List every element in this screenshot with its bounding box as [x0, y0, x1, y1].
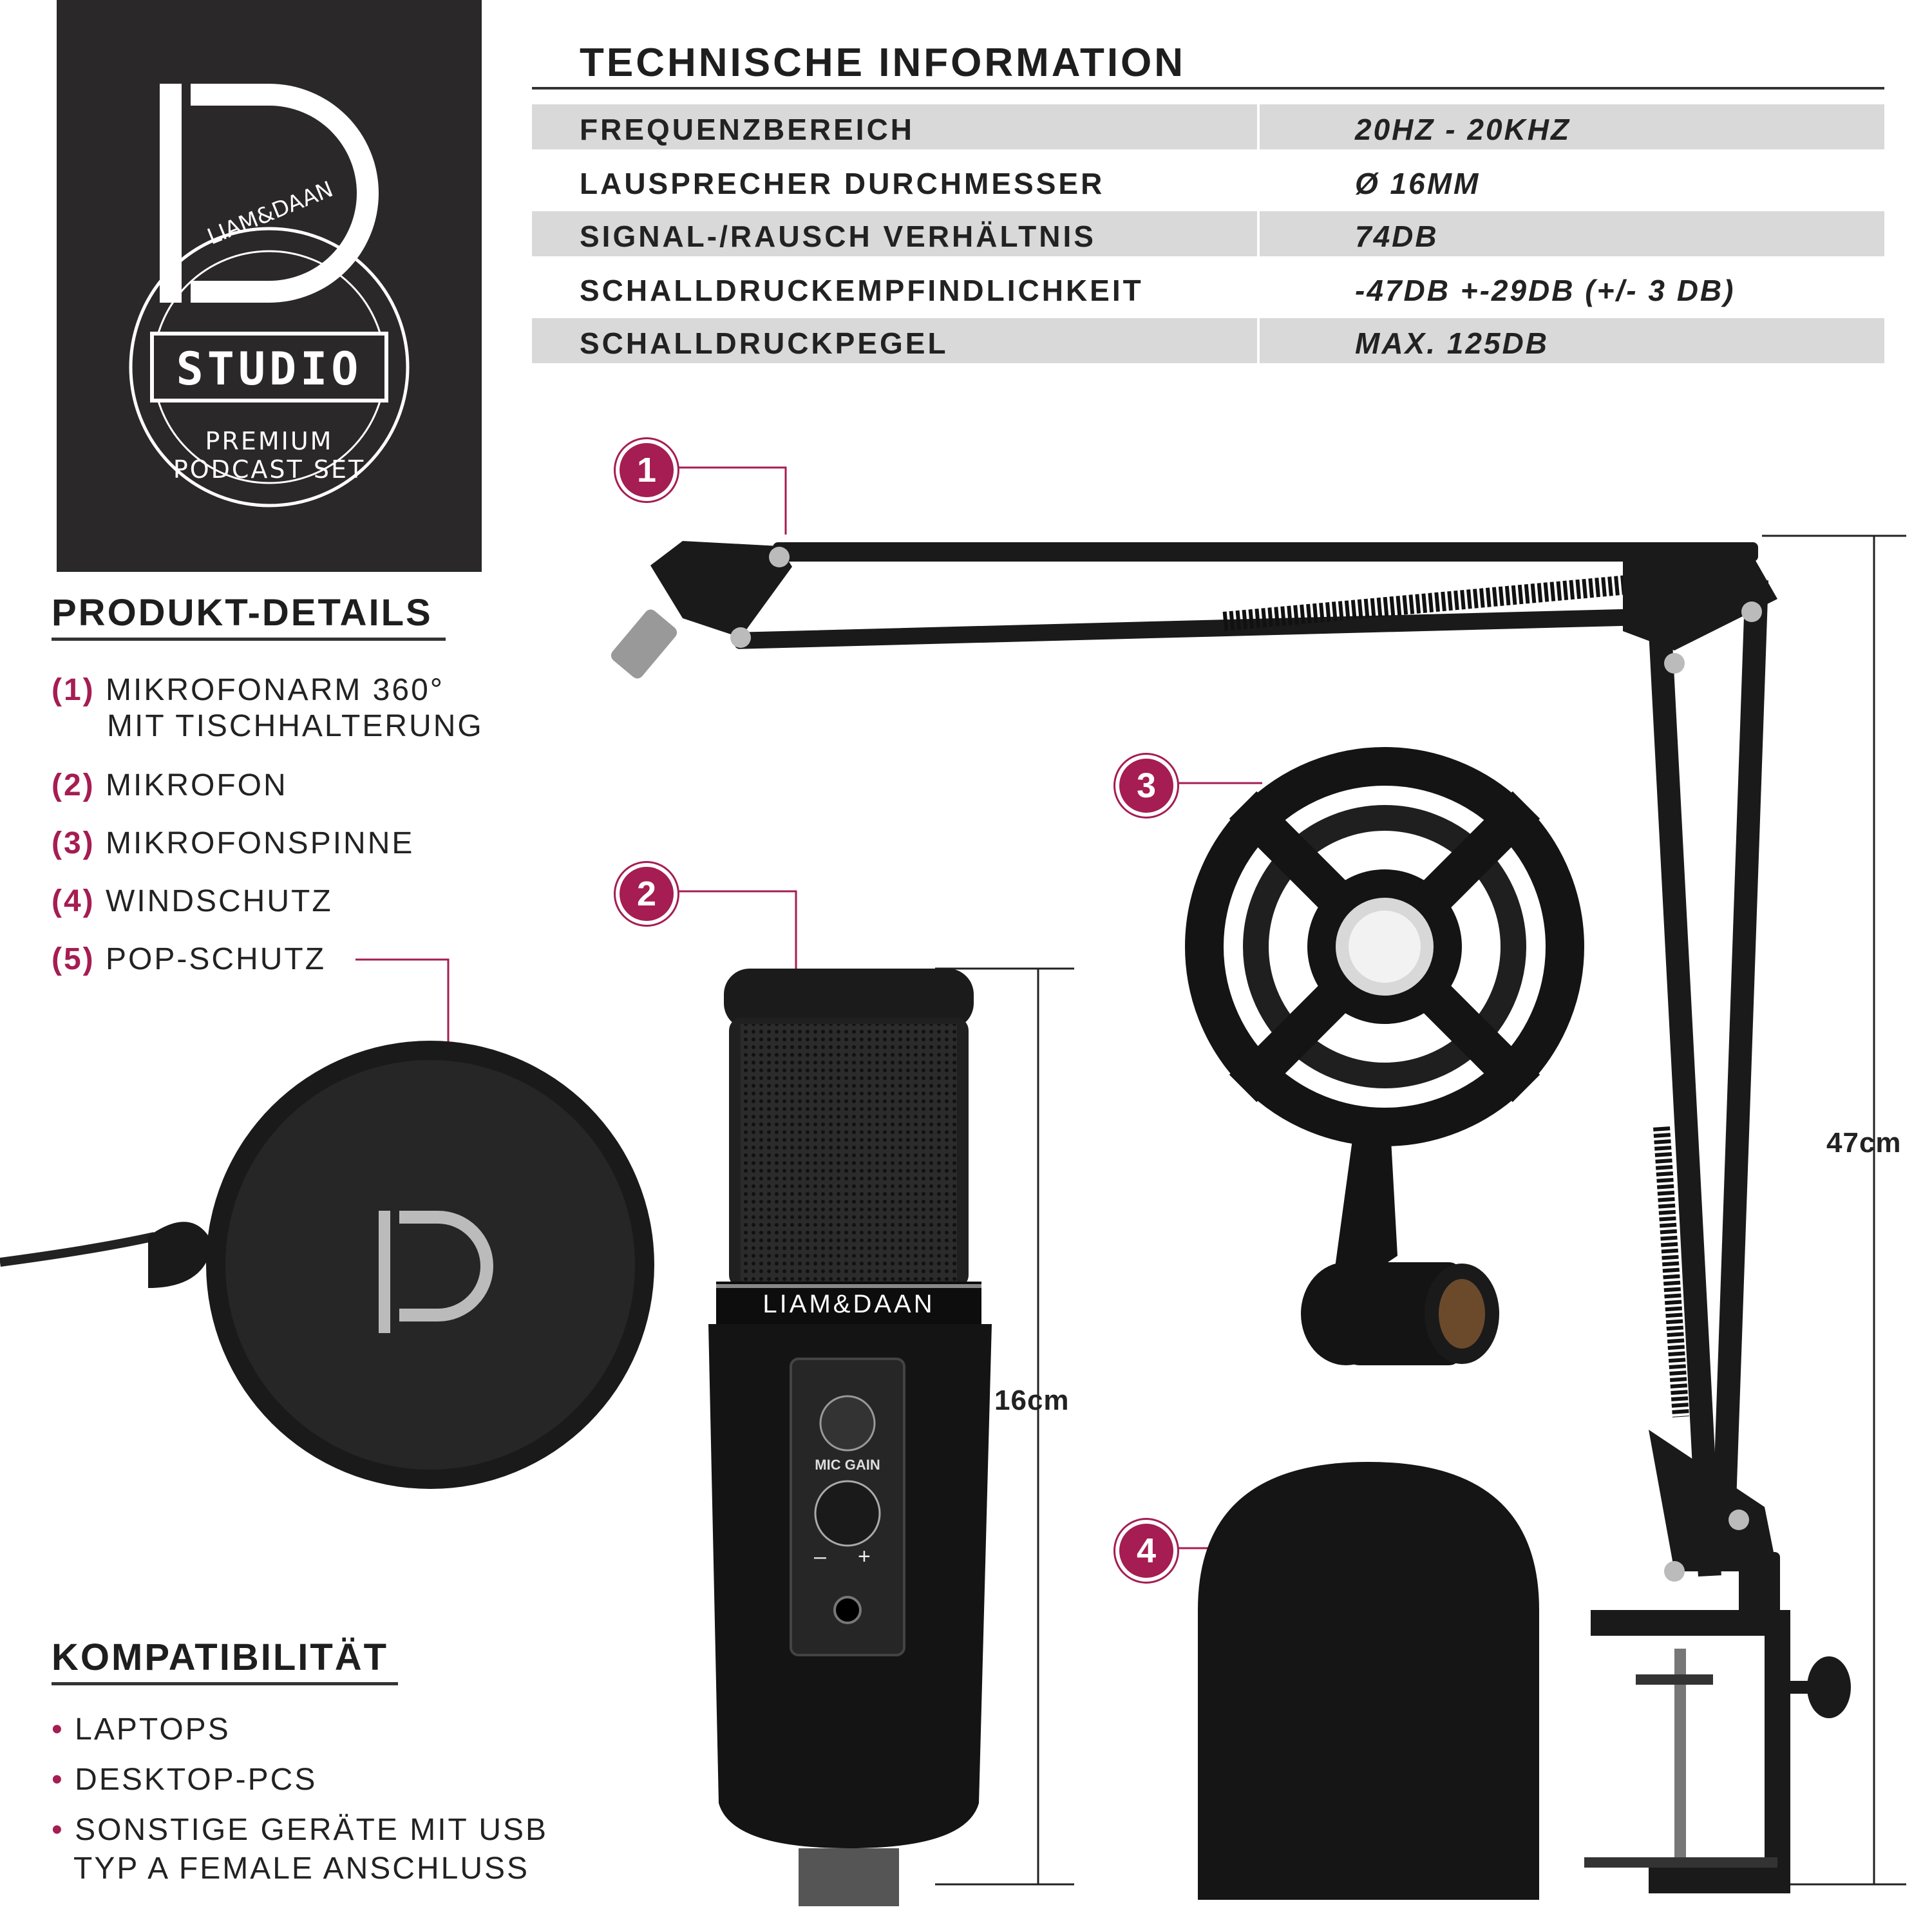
detail-item: (3) MIKROFONSPINNE [52, 826, 414, 861]
mic-height-label: 16cm [994, 1385, 1070, 1416]
tech-row: SIGNAL-/RAUSCH VERHÄLTNIS 74DB [532, 211, 1884, 256]
mic-gain-minus: – [814, 1544, 826, 1569]
tech-row: LAUSPRECHER DURCHMESSER Ø 16MM [532, 158, 1884, 204]
detail-text-line2: MIT TISCHHALTERUNG [107, 709, 484, 743]
compat-rule [52, 1682, 398, 1685]
boom-arm [611, 541, 1851, 1893]
bullet: • [52, 1712, 64, 1747]
detail-text: WINDSCHUTZ [106, 884, 333, 918]
detail-text: POP-SCHUTZ [106, 942, 327, 976]
tech-label: SIGNAL-/RAUSCH VERHÄLTNIS [580, 220, 1096, 253]
tech-title: TECHNISCHE INFORMATION [580, 41, 1186, 85]
detail-num: (3) [52, 826, 95, 860]
detail-item: (5) POP-SCHUTZ [52, 942, 326, 977]
compat-text-line2: TYP A FEMALE ANSCHLUSS [73, 1852, 530, 1886]
detail-num: (1) [52, 673, 95, 707]
bullet: • [52, 1763, 64, 1797]
logo-line2: PODCAST SET [173, 455, 365, 484]
logo-ring-text: LIAM&DAAN [204, 176, 337, 250]
tech-row: SCHALLDRUCKPEGEL MAX. 125DB [532, 318, 1884, 363]
tech-label: LAUSPRECHER DURCHMESSER [580, 167, 1105, 200]
details-title: PRODUKT-DETAILS [52, 592, 433, 634]
detail-text: MIKROFON [106, 768, 288, 802]
tech-label: SCHALLDRUCKEMPFINDLICHKEIT [580, 274, 1144, 307]
compat-text: DESKTOP-PCS [75, 1763, 317, 1797]
tech-value: 20HZ - 20KHZ [1355, 113, 1571, 146]
detail-num: (5) [52, 942, 95, 976]
compat-item: • SONSTIGE GERÄTE MIT USB [52, 1812, 548, 1848]
tech-row: SCHALLDRUCKEMPFINDLICHKEIT -47DB +-29DB … [532, 265, 1884, 310]
tech-value: 74DB [1355, 220, 1439, 253]
tech-value: -47DB +-29DB (+/- 3 DB) [1355, 274, 1736, 307]
bullet: • [52, 1813, 64, 1847]
detail-item: (2) MIKROFON [52, 768, 288, 803]
compat-item: • LAPTOPS [52, 1712, 231, 1747]
logo-studio: STUDIO [176, 343, 363, 395]
shock-mount [1185, 747, 1584, 1365]
logo-line1: PREMIUM [205, 427, 334, 455]
compat-item: • DESKTOP-PCS [52, 1762, 317, 1797]
detail-text: MIKROFONARM 360° [106, 673, 444, 707]
callout-3: 3 [1115, 755, 1177, 817]
tech-row: FREQUENZBEREICH 20HZ - 20KHZ [532, 104, 1884, 149]
detail-item: (1) MIKROFONARM 360° [52, 672, 444, 708]
tech-label: FREQUENZBEREICH [580, 113, 915, 146]
arm-height-label: 47cm [1826, 1127, 1902, 1159]
mic-gain-label: MIC GAIN [815, 1457, 880, 1473]
detail-num: (2) [52, 768, 95, 802]
microphone: LIAM&DAAN MIC GAIN – + [708, 969, 992, 1906]
mic-brand: LIAM&DAAN [762, 1290, 934, 1318]
compat-title: KOMPATIBILITÄT [52, 1636, 389, 1678]
pop-filter [0, 1041, 654, 1489]
mic-gain-plus: + [858, 1544, 871, 1569]
details-rule [52, 638, 446, 641]
detail-num: (4) [52, 884, 95, 918]
tech-value: Ø 16MM [1355, 167, 1481, 200]
tech-label: SCHALLDRUCKPEGEL [580, 327, 949, 360]
callout-2: 2 [616, 863, 677, 925]
callout-4: 4 [1115, 1520, 1177, 1582]
compat-text: SONSTIGE GERÄTE MIT USB [75, 1813, 549, 1847]
brand-logo: STUDIO LIAM&DAAN PREMIUM PODCAST SET [57, 0, 482, 572]
windscreen [1198, 1462, 1539, 1900]
compat-text: LAPTOPS [75, 1712, 231, 1747]
callout-1: 1 [616, 439, 677, 501]
detail-text: MIKROFONSPINNE [106, 826, 415, 860]
detail-item: (4) WINDSCHUTZ [52, 884, 333, 919]
tech-value: MAX. 125DB [1355, 327, 1549, 360]
tech-rule [532, 87, 1884, 90]
